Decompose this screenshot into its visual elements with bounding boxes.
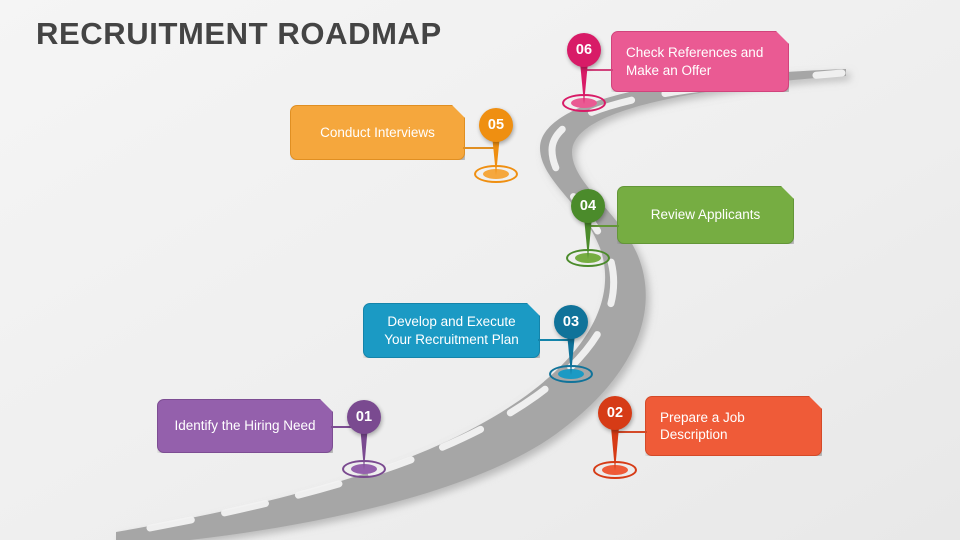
step-06-connector xyxy=(583,69,613,71)
step-01-label-box[interactable]: Identify the Hiring Need xyxy=(157,399,333,453)
step-05-pin[interactable]: 05 xyxy=(479,108,513,142)
step-04-pin-stem xyxy=(584,217,592,259)
step-02-pin-stem xyxy=(611,427,619,471)
road-asphalt xyxy=(116,69,846,540)
step-02-pin[interactable]: 02 xyxy=(598,396,632,430)
step-05-connector xyxy=(463,147,496,149)
step-02-number: 02 xyxy=(606,405,624,421)
step-02-label: Prepare a Job Description xyxy=(660,409,745,442)
step-03-connector xyxy=(538,339,571,341)
step-01-label: Identify the Hiring Need xyxy=(174,418,316,434)
step-05-pin-stem xyxy=(492,135,500,175)
step-03-label-box[interactable]: Develop and Execute Your Recruitment Pla… xyxy=(363,303,540,358)
page-title: RECRUITMENT ROADMAP xyxy=(36,16,442,51)
step-06-label-box[interactable]: Check References and Make an Offer xyxy=(611,31,789,92)
step-01-number: 01 xyxy=(355,409,373,425)
step-03-label: Develop and Execute Your Recruitment Pla… xyxy=(384,314,519,347)
step-05-number: 05 xyxy=(487,117,505,133)
step-02-connector xyxy=(614,431,647,433)
step-04-number: 04 xyxy=(579,198,597,214)
step-03-pin[interactable]: 03 xyxy=(554,305,588,339)
step-01-pin[interactable]: 01 xyxy=(347,400,381,434)
step-06-label: Check References and Make an Offer xyxy=(626,45,764,78)
step-04-label-box[interactable]: Review Applicants xyxy=(617,186,794,244)
step-06-number: 06 xyxy=(575,42,593,58)
step-04-connector xyxy=(587,225,619,227)
step-01-connector xyxy=(331,426,365,428)
step-03-number: 03 xyxy=(562,314,580,330)
step-03-pin-stem xyxy=(567,333,575,375)
step-04-label: Review Applicants xyxy=(650,207,761,223)
step-06-pin-stem xyxy=(580,62,588,104)
step-01-pin-stem xyxy=(360,425,368,470)
step-05-label: Conduct Interviews xyxy=(320,124,435,140)
step-05-label-box[interactable]: Conduct Interviews xyxy=(290,105,465,160)
step-06-pin[interactable]: 06 xyxy=(567,33,601,67)
step-04-pin[interactable]: 04 xyxy=(571,189,605,223)
step-02-label-box[interactable]: Prepare a Job Description xyxy=(645,396,822,456)
